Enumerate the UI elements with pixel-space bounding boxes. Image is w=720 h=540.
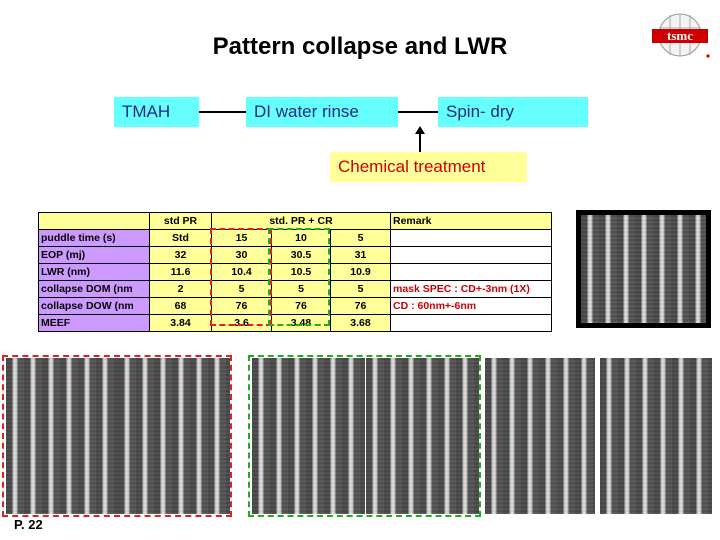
row-label: EOP (mj): [38, 246, 150, 264]
table-row: LWR (nm) 11.6 10.4 10.5 10.9: [38, 263, 552, 281]
cell-remark: [390, 246, 552, 264]
cell-cr: 30: [211, 246, 272, 264]
cell-cr: 10.5: [271, 263, 331, 281]
highlight-box-red: [210, 228, 272, 326]
table-header-row: std PR std. PR + CR Remark: [38, 212, 552, 230]
table-row: MEEF 3.84 3.6 3.48 3.68: [38, 314, 552, 332]
table-row: collapse DOW (nm 68 76 76 76 CD : 60nm+-…: [38, 297, 552, 315]
row-label: LWR (nm): [38, 263, 150, 281]
cell-cr: 5: [330, 229, 391, 247]
flow-step-spin-dry: Spin- dry: [438, 97, 588, 127]
row-label: puddle time (s): [38, 229, 150, 247]
cell-remark: [390, 263, 552, 281]
cell-cr: 5: [211, 280, 272, 298]
highlight-box-red: [2, 355, 232, 517]
cell-cr: 5: [271, 280, 331, 298]
row-label: collapse DOW (nm: [38, 297, 150, 315]
cell-std: 2: [149, 280, 212, 298]
cell-cr: 30.5: [271, 246, 331, 264]
row-label: MEEF: [38, 314, 150, 332]
cell-std: 68: [149, 297, 212, 315]
row-label: collapse DOM (nm: [38, 280, 150, 298]
sem-image: [600, 358, 712, 514]
cell-cr: 76: [330, 297, 391, 315]
cell-remark: CD : 60nm+-6nm: [390, 297, 552, 315]
table-header-blank: [38, 212, 150, 230]
results-table: std PR std. PR + CR Remark puddle time (…: [38, 212, 552, 332]
cell-std: 32: [149, 246, 212, 264]
cell-remark: [390, 314, 552, 332]
cell-std: 11.6: [149, 263, 212, 281]
sem-image: [6, 358, 118, 514]
cell-std: 3.84: [149, 314, 212, 332]
up-arrow-icon: [415, 126, 425, 152]
flow-connector: [398, 111, 438, 113]
cell-cr: 3.6: [211, 314, 272, 332]
tsmc-logo: tsmc: [652, 13, 710, 58]
sem-image-std-pr: [576, 210, 711, 328]
flow-connector: [199, 111, 246, 113]
table-row: EOP (mj) 32 30 30.5 31: [38, 246, 552, 264]
cell-cr: 3.48: [271, 314, 331, 332]
sem-image: [252, 358, 365, 514]
sem-image: [366, 358, 479, 514]
cell-cr: 10.4: [211, 263, 272, 281]
flow-step-chemical-treatment: Chemical treatment: [330, 152, 527, 182]
table-header-remark: Remark: [390, 212, 552, 230]
slide-title: Pattern collapse and LWR: [212, 33, 508, 60]
cell-cr: 10: [271, 229, 331, 247]
page-number: P. 22: [14, 517, 43, 532]
cell-std: Std: [149, 229, 212, 247]
cell-cr: 5: [330, 280, 391, 298]
logo-text: tsmc: [667, 28, 693, 43]
table-header-std-pr-cr: std. PR + CR: [211, 212, 391, 230]
cell-cr: 31: [330, 246, 391, 264]
cell-remark: mask SPEC : CD+-3nm (1X): [390, 280, 552, 298]
flow-step-di-water-rinse: DI water rinse: [246, 97, 398, 127]
cell-cr: 76: [211, 297, 272, 315]
cell-cr: 3.68: [330, 314, 391, 332]
highlight-box-green: [248, 355, 481, 517]
cell-remark: [390, 229, 552, 247]
flow-step-tmah: TMAH: [114, 97, 199, 127]
sem-image: [118, 358, 230, 514]
sem-image: [485, 358, 595, 514]
table-header-std-pr: std PR: [149, 212, 212, 230]
cell-cr: 10.9: [330, 263, 391, 281]
table-row: puddle time (s) Std 15 10 5: [38, 229, 552, 247]
highlight-box-green: [268, 228, 330, 326]
